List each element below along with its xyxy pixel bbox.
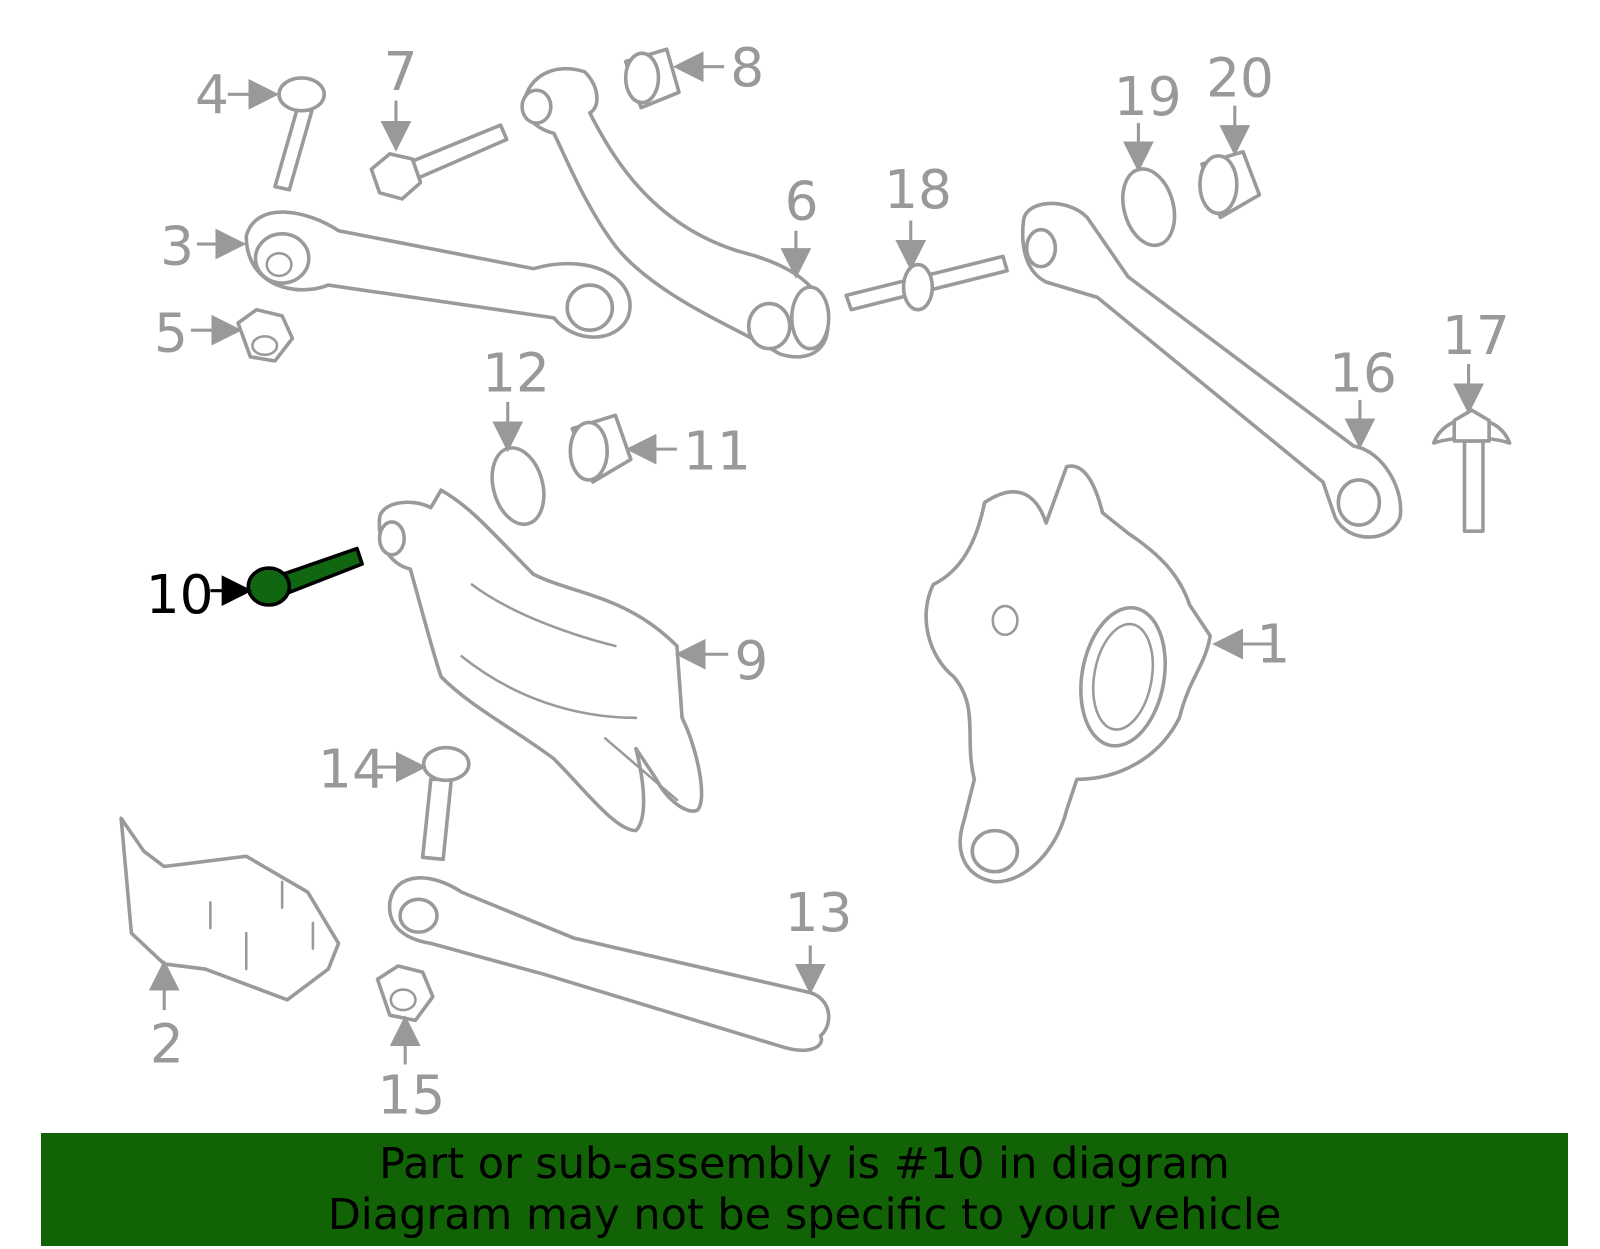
- part-6-control-arm[interactable]: [520, 66, 831, 359]
- label-3: 3: [160, 216, 194, 278]
- label-4: 4: [195, 64, 229, 126]
- banner-line-1: Part or sub-assembly is #10 in diagram: [379, 1138, 1230, 1189]
- part-17-bolt[interactable]: [1431, 408, 1512, 533]
- part-12-washer[interactable]: [484, 442, 552, 530]
- part-11-nut[interactable]: [568, 413, 633, 484]
- label-16: 16: [1329, 343, 1397, 405]
- label-15: 15: [378, 1065, 446, 1127]
- label-6: 6: [785, 170, 819, 232]
- part-5-nut[interactable]: [236, 307, 295, 363]
- label-7: 7: [384, 41, 418, 103]
- part-labels: 1 2 3 4 5 6 7 8 9 10 11 12 13 14 15 16 1…: [146, 37, 1510, 1127]
- part-2-heat-shield[interactable]: [119, 816, 341, 1002]
- diagram-notice-banner: Part or sub-assembly is #10 in diagram D…: [41, 1133, 1568, 1246]
- part-18-pin[interactable]: [844, 254, 1009, 312]
- part-7-bolt[interactable]: [369, 123, 509, 201]
- part-9-subframe[interactable]: [377, 488, 704, 833]
- part-8-nut[interactable]: [623, 47, 681, 110]
- label-9: 9: [734, 630, 768, 692]
- part-13-control-arm[interactable]: [387, 876, 831, 1052]
- part-1-knuckle[interactable]: [924, 464, 1212, 884]
- part-19-washer[interactable]: [1115, 163, 1183, 251]
- part-4-bolt[interactable]: [273, 76, 326, 192]
- label-11: 11: [683, 421, 751, 483]
- label-18: 18: [884, 159, 952, 221]
- part-16-control-arm[interactable]: [1020, 201, 1403, 539]
- label-5: 5: [154, 303, 188, 365]
- part-3-control-arm[interactable]: [244, 210, 632, 339]
- label-17: 17: [1442, 305, 1510, 367]
- banner-line-2: Diagram may not be specific to your vehi…: [327, 1189, 1282, 1240]
- label-12: 12: [482, 343, 550, 405]
- leader-arrows: [148, 51, 1484, 1065]
- label-14: 14: [318, 739, 386, 801]
- part-20-nut[interactable]: [1198, 149, 1262, 220]
- part-10-bolt-highlighted[interactable]: [246, 546, 364, 607]
- part-14-bolt[interactable]: [420, 745, 471, 862]
- label-20: 20: [1206, 47, 1274, 109]
- label-2: 2: [150, 1013, 184, 1075]
- label-8: 8: [730, 37, 764, 99]
- label-19: 19: [1114, 66, 1182, 128]
- label-1: 1: [1256, 613, 1290, 675]
- label-10-highlighted: 10: [146, 564, 214, 626]
- part-15-nut[interactable]: [375, 964, 435, 1023]
- label-13: 13: [785, 882, 853, 944]
